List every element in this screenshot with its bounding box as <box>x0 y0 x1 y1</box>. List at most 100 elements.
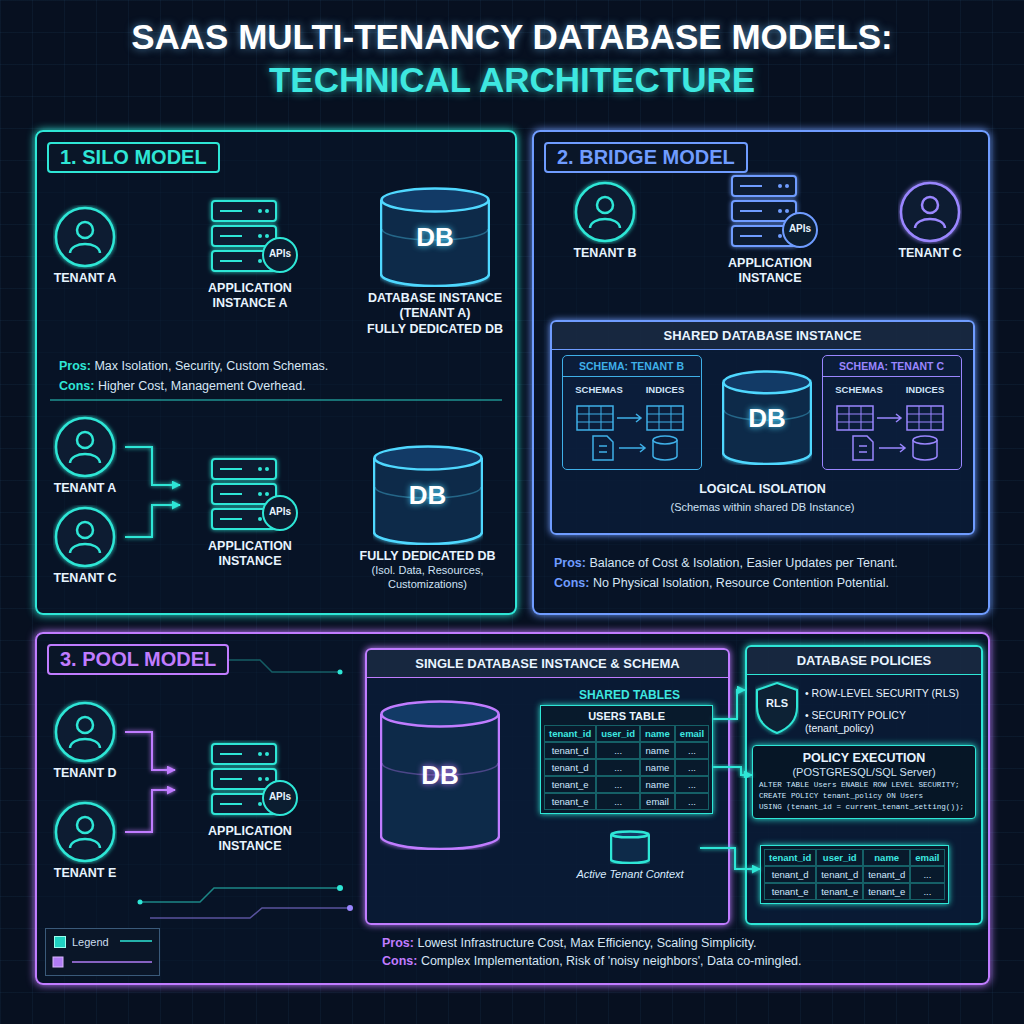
pros-cons-note: Pros: Balance of Cost & Isolation, Easie… <box>554 555 974 571</box>
table-cell: name <box>640 776 675 793</box>
note-body: Lowest Infrastructure Cost, Max Efficien… <box>414 936 756 950</box>
note-body: Max Isolation, Security, Custom Schemas. <box>91 359 328 373</box>
box-header: DATABASE POLICIES <box>747 647 981 675</box>
table-cell: name <box>640 742 675 759</box>
api-badge: APIs <box>263 248 297 260</box>
node-label: LOGICAL ISOLATION <box>552 482 973 497</box>
schema-label: SCHEMAS <box>827 384 891 395</box>
note-body: Complex Implementation, Risk of 'noisy n… <box>417 954 801 968</box>
note-body: No Physical Isolation, Resource Contenti… <box>589 576 888 590</box>
db-label: DB <box>722 403 812 433</box>
person-icon <box>573 180 637 244</box>
api-badge: APIs <box>263 506 297 518</box>
table-cell: tenant_d <box>816 866 863 883</box>
table-cell: tenant_d <box>544 759 596 776</box>
schema-icons <box>823 402 960 464</box>
table-cell: tenant_e <box>544 776 596 793</box>
tenant-icon: TENANT A <box>45 415 125 496</box>
person-icon <box>53 505 117 569</box>
node-label: FULLY DEDICATED DB <box>340 549 515 564</box>
table-cell: tenant_id <box>544 725 596 742</box>
table-cell: email <box>640 793 675 810</box>
box-header: SCHEMA: TENANT C <box>823 356 960 377</box>
table-cell: tenant_d <box>764 866 816 883</box>
schema-label: INDICES <box>893 384 957 395</box>
box-header: SCHEMA: TENANT B <box>563 356 700 377</box>
node-label: TENANT A <box>45 271 125 286</box>
table-cell: name <box>640 759 675 776</box>
model-panel: 1. SILO MODELPros: Max Isolation, Securi… <box>35 130 517 615</box>
note-key: Cons: <box>554 576 589 590</box>
table-cell: name <box>640 725 675 742</box>
title-line: TECHNICAL ARCHITECTURE <box>42 59 982 102</box>
person-icon <box>53 800 117 864</box>
sql-code: CREATE POLICY tenant_policy ON Users <box>759 791 969 802</box>
table-title: USERS TABLE <box>544 709 709 725</box>
db-label: DB <box>340 480 515 510</box>
table-cell: ... <box>675 793 709 810</box>
node-label: TENANT C <box>890 246 970 261</box>
node-label: APPLICATION INSTANCE <box>180 539 320 570</box>
table-cell: name <box>863 849 910 866</box>
title: SAAS MULTI-TENANCY DATABASE MODELS: TECH… <box>42 16 982 101</box>
server-icon <box>200 740 300 820</box>
tenant-icon: TENANT E <box>45 800 125 881</box>
tenant-icon: TENANT B <box>565 180 645 261</box>
table-cell: email <box>910 849 944 866</box>
sql-code: USING (tenant_id = current_tenant_settin… <box>759 802 969 813</box>
node-label: TENANT B <box>565 246 645 261</box>
table-cell: tenant_e <box>863 883 910 900</box>
table-cell: ... <box>596 759 640 776</box>
table-cell: user_id <box>816 849 863 866</box>
person-icon <box>53 700 117 764</box>
note-key: Cons: <box>382 954 417 968</box>
application-server: APIsAPPLICATION INSTANCE <box>175 740 325 855</box>
table-cell: ... <box>596 742 640 759</box>
pros-cons-note: Cons: Complex Implementation, Risk of 'n… <box>382 953 982 969</box>
node-subtext: (Isol. Data, Resources, Customizations) <box>340 564 515 592</box>
schema-label: INDICES <box>633 384 697 395</box>
database-cylinder: DB <box>380 700 500 850</box>
model-panel: 2. BRIDGE MODELPros: Balance of Cost & I… <box>532 130 990 615</box>
server-icon <box>200 455 300 535</box>
table-cell: ... <box>675 759 709 776</box>
table-cell: ... <box>910 866 944 883</box>
node-label: Active Tenant Context <box>560 868 700 880</box>
table-cell: ... <box>675 742 709 759</box>
node-label: TENANT E <box>45 866 125 881</box>
tenant-icon: TENANT C <box>45 505 125 586</box>
data-table: USERS TABLEtenant_iduser_idnameemailtena… <box>540 705 713 814</box>
node-label: DATABASE INSTANCE (TENANT A) <box>360 291 510 322</box>
box-header: SINGLE DATABASE INSTANCE & SCHEMA <box>367 650 728 678</box>
node-subtext: (Schemas within shared DB Instance) <box>552 501 973 515</box>
title-line: SAAS MULTI-TENANCY DATABASE MODELS: <box>131 17 893 56</box>
note-body: Balance of Cost & Isolation, Easier Upda… <box>586 556 898 570</box>
node-label: TENANT D <box>45 766 125 781</box>
schema-box: SCHEMA: TENANT C SCHEMASINDICES <box>822 355 962 470</box>
section-label: SHARED TABLES <box>537 688 722 702</box>
note-key: Pros: <box>59 359 91 373</box>
legend: Legend <box>45 928 160 976</box>
application-server: APIsAPPLICATION INSTANCE A <box>180 197 320 312</box>
node-subtext: (POSTGRESQL/SQL Server) <box>759 766 969 780</box>
table-cell: ... <box>596 793 640 810</box>
data-table: tenant_iduser_idnameemailtenant_dtenant_… <box>760 845 949 904</box>
table-cell: tenant_d <box>863 866 910 883</box>
node-label: APPLICATION INSTANCE <box>175 824 325 855</box>
code-box: POLICY EXECUTION(POSTGRESQL/SQL Server)A… <box>752 745 976 819</box>
schema-box: SCHEMA: TENANT B SCHEMASINDICES <box>562 355 702 470</box>
server-icon <box>720 172 820 252</box>
schema-label: SCHEMAS <box>567 384 631 395</box>
person-icon <box>53 205 117 269</box>
box-header: SHARED DATABASE INSTANCE <box>552 322 973 350</box>
database-cylinder: DB <box>722 370 812 465</box>
application-server: APIsAPPLICATION INSTANCE <box>180 455 320 570</box>
tenant-icon: TENANT D <box>45 700 125 781</box>
tenant-context: Active Tenant Context <box>560 830 700 880</box>
pros-cons-note: Pros: Max Isolation, Security, Custom Sc… <box>59 358 499 374</box>
api-badge: APIs <box>783 223 817 235</box>
pros-cons-note: Pros: Lowest Infrastructure Cost, Max Ef… <box>382 935 982 951</box>
note-key: Cons: <box>59 379 94 393</box>
panel-heading: 3. POOL MODEL <box>47 644 229 675</box>
